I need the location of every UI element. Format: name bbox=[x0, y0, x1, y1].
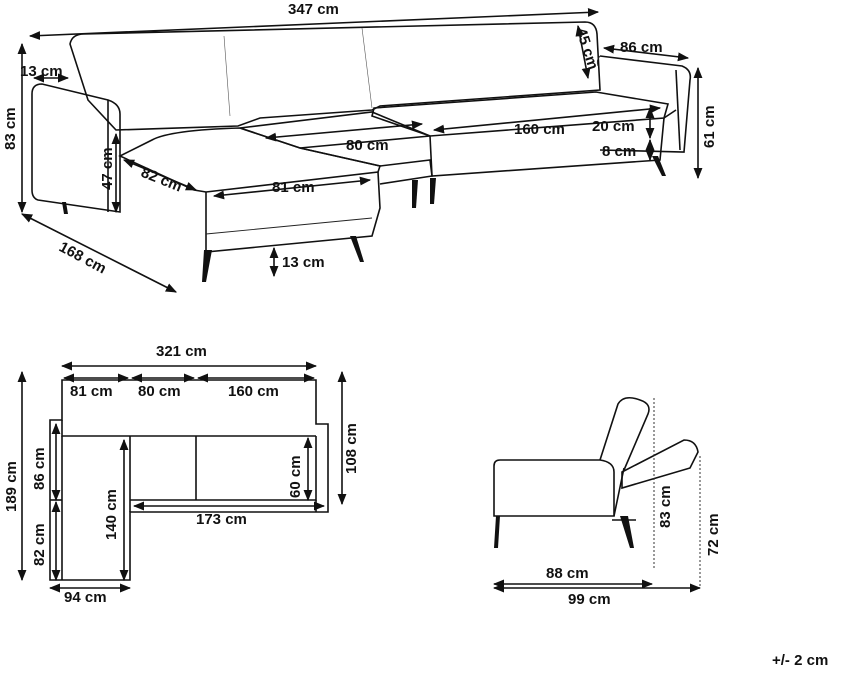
right-armrest bbox=[599, 55, 692, 153]
plan-front-width-label: 173 cm bbox=[196, 511, 247, 528]
leg bbox=[202, 250, 212, 282]
iso-depth-label: 86 cm bbox=[620, 39, 663, 56]
side-view: 88 cm 99 cm 83 cm 72 cm bbox=[492, 396, 722, 608]
leg bbox=[412, 180, 418, 208]
iso-chaise-seat-depth-label: 82 cm bbox=[139, 164, 185, 196]
plan-back-depth-label: 86 cm bbox=[31, 447, 48, 490]
iso-arm-width-label: 13 cm bbox=[20, 63, 63, 80]
side-reclined-height-label: 72 cm bbox=[705, 513, 722, 556]
iso-seat-height-label: 47 cm bbox=[99, 147, 116, 190]
iso-seat-thickness-label: 20 cm bbox=[592, 118, 635, 135]
plan-seg2-label: 80 cm bbox=[138, 383, 181, 400]
iso-leg-height-label: 13 cm bbox=[282, 254, 325, 271]
leg bbox=[620, 516, 634, 548]
plan-seg3-label: 160 cm bbox=[228, 383, 279, 400]
side-upright-height-label: 83 cm bbox=[657, 485, 674, 528]
side-depth-label: 88 cm bbox=[546, 565, 589, 582]
plan-total-width-label: 321 cm bbox=[156, 343, 207, 360]
iso-leg-height-right-label: 8 cm bbox=[602, 143, 636, 160]
side-bed-length-label: 99 cm bbox=[568, 591, 611, 608]
iso-chaise-seat-width-label: 81 cm bbox=[272, 179, 315, 196]
chaise-base bbox=[205, 171, 381, 253]
iso-seat-width-middle-label: 80 cm bbox=[346, 137, 389, 154]
leg bbox=[62, 202, 68, 214]
plan-seg1-label: 81 cm bbox=[70, 383, 113, 400]
plan-inner-depth-label: 140 cm bbox=[103, 489, 120, 540]
leg bbox=[430, 178, 436, 204]
iso-seat-width-right-label: 160 cm bbox=[514, 121, 565, 138]
side-sofa-body bbox=[493, 459, 615, 517]
leg bbox=[652, 156, 666, 176]
tolerance-note: +/- 2 cm bbox=[772, 652, 828, 669]
left-armrest bbox=[31, 83, 121, 213]
backrest bbox=[69, 21, 601, 131]
plan-view: 321 cm 81 cm 80 cm 160 cm 189 cm 86 cm 8… bbox=[3, 343, 360, 606]
plan-front-depth-label: 82 cm bbox=[31, 523, 48, 566]
iso-height-right-label: 61 cm bbox=[701, 105, 718, 148]
plan-outline bbox=[49, 379, 329, 581]
plan-total-depth-label: 189 cm bbox=[3, 461, 20, 512]
side-reclined-back bbox=[621, 439, 699, 490]
chaise-seat-cushion bbox=[118, 127, 382, 193]
plan-right-depth-label: 108 cm bbox=[343, 423, 360, 474]
leg bbox=[494, 516, 500, 548]
leg bbox=[350, 236, 364, 262]
plan-seat-depth-label: 60 cm bbox=[287, 455, 304, 498]
iso-total-width-label: 347 cm bbox=[288, 1, 339, 18]
iso-total-height-label: 83 cm bbox=[2, 107, 19, 150]
plan-chaise-width-label: 94 cm bbox=[64, 589, 107, 606]
isometric-view: 347 cm 83 cm 13 cm 45 cm 86 cm 61 cm 20 … bbox=[2, 1, 718, 293]
